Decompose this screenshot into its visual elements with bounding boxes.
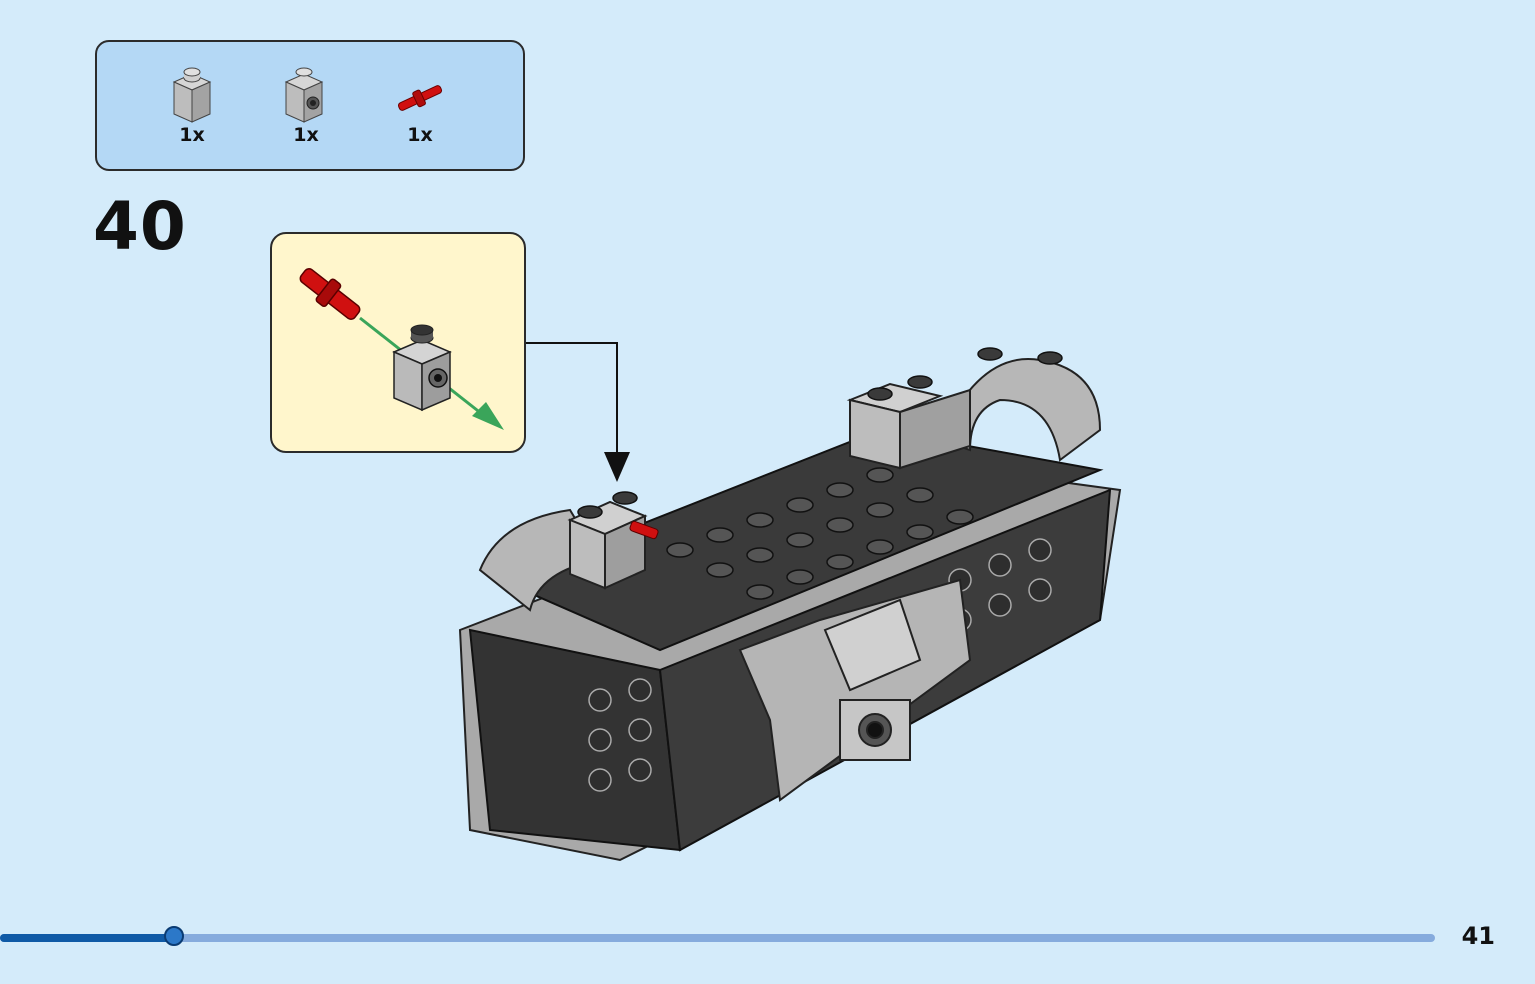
red-pin-icon <box>397 85 443 111</box>
part-item: 1x <box>375 66 465 156</box>
progress-knob <box>163 926 184 946</box>
black-brick-assembly-icon <box>458 347 1122 862</box>
gray-brick-with-hole-icon <box>392 324 452 412</box>
part-quantity: 1x <box>293 124 319 146</box>
gray-1x1-brick-with-side-hole-icon <box>284 67 324 123</box>
green-insert-arrow-icon <box>472 402 504 430</box>
part-quantity: 1x <box>407 124 433 146</box>
part-quantity: 1x <box>179 124 205 146</box>
progress-fill <box>0 934 174 942</box>
part-item: 1x <box>261 66 351 156</box>
red-pin-icon <box>299 268 361 320</box>
assembly-callout <box>270 232 526 453</box>
page-number: 41 <box>1461 922 1495 950</box>
callout-illustration <box>299 268 504 430</box>
gray-1x1-brick-icon <box>172 67 212 123</box>
step-number: 40 <box>93 188 187 265</box>
parts-list: 1x 1x 1x <box>95 40 525 171</box>
part-item: 1x <box>147 66 237 156</box>
progress-bar <box>0 926 1435 946</box>
red-pin-icon <box>629 520 659 540</box>
